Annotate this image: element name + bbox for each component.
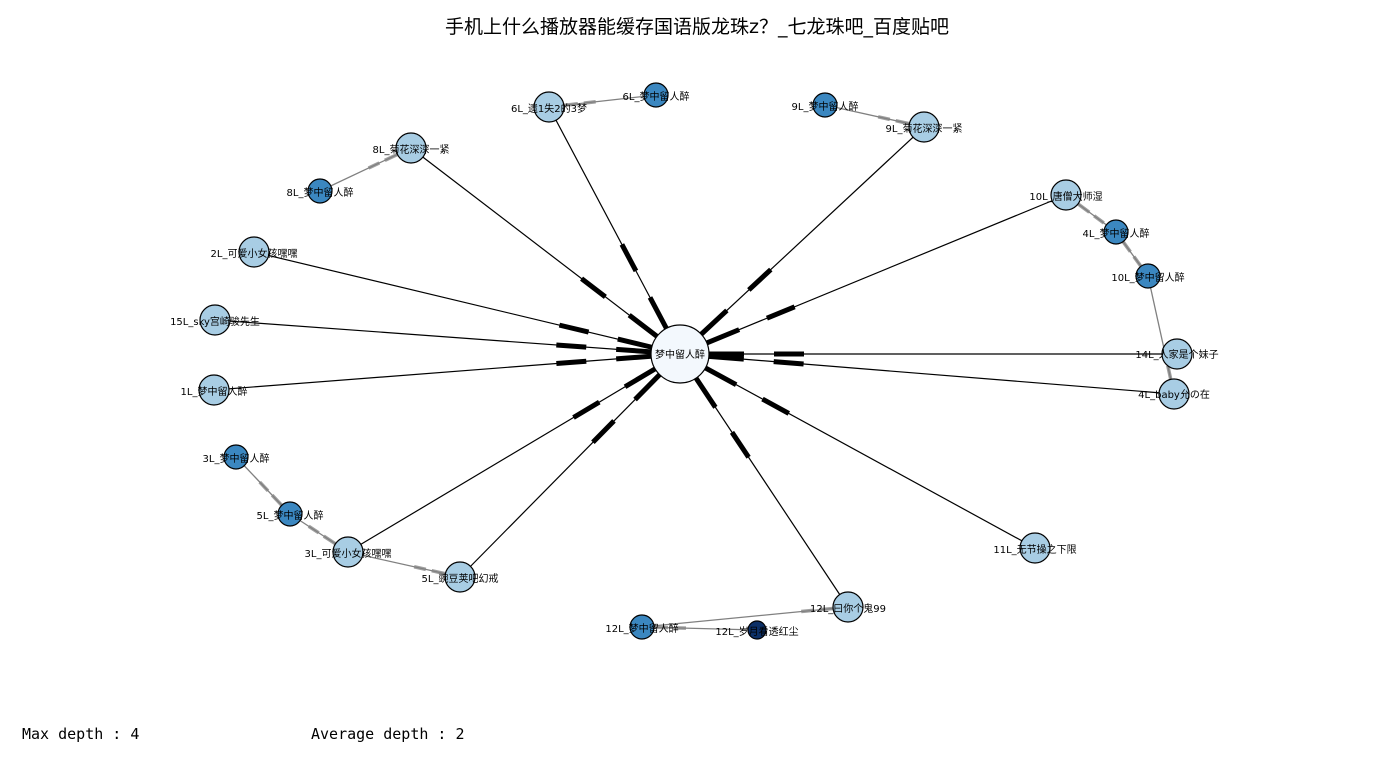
edge-arrow-n4a-to-root: [708, 353, 804, 367]
edge-arrow-n12b-to-n12a: [801, 606, 834, 614]
labels-layer: 梦中留人醉 6L_遗1失2的3梦 6L_梦中留人醉 9L_梦中留人醉 9L_菊花深深一紧…: [170, 90, 1219, 638]
reply-node: [238, 236, 270, 268]
node-label: 14L_人家是个妹子: [1135, 348, 1218, 361]
reply-node: [223, 444, 249, 470]
reply-node: [1050, 179, 1082, 211]
edge-arrow-n6b-to-n6a: [563, 100, 596, 108]
edge-arrow-n5b-to-n3a: [307, 524, 337, 546]
reply-node: [643, 82, 669, 108]
reply-node: [1161, 338, 1193, 370]
node-label: 9L_菊花深深一紧: [886, 122, 963, 135]
node-label: 12L_曰你个鬼99: [810, 602, 886, 615]
reply-node: [198, 374, 230, 406]
node-label: 9L_梦中留人醉: [792, 100, 859, 113]
edge-n15-to-root: [214, 319, 681, 355]
reply-node: [1103, 219, 1129, 245]
nodes-layer: [198, 82, 1193, 640]
edge-n2-to-root: [253, 251, 681, 355]
edge-arrow-n12a-to-root: [693, 376, 751, 459]
reply-node: [812, 92, 838, 118]
edge-n11-to-root: [679, 353, 1036, 549]
edge-arrow-n8b-to-n8a: [367, 152, 399, 170]
node-label: 12L_岁月看透红尘: [715, 625, 798, 638]
node-label: 6L_遗1失2的3梦: [511, 102, 587, 115]
root-node: [650, 324, 710, 384]
node-label: 4L_梦中留人醉: [1083, 227, 1150, 240]
node-label: 梦中留人醉: [655, 348, 705, 361]
node-label: 8L_菊花深深一紧: [373, 143, 450, 156]
edge-arrow-n4b-to-n10a: [1077, 202, 1105, 225]
reply-node: [1019, 532, 1051, 564]
reply-node: [199, 304, 231, 336]
edge-arrow-n8a-to-root: [580, 276, 659, 339]
edge-arrow-n12c-to-n12b: [653, 625, 687, 630]
edge-arrow-n3a-to-root: [572, 366, 657, 420]
edge-n1-to-root: [213, 353, 681, 391]
node-label: 15L_sky宫崎骏先生: [170, 315, 260, 328]
max-depth-stat: Max depth : 4: [22, 725, 139, 743]
node-label: 3L_可爱小女孩嘿嘿: [305, 547, 392, 560]
reply-node: [832, 591, 864, 623]
edge-arrow-n6a-to-root: [619, 243, 669, 330]
edge-arrow-n9b-to-root: [699, 267, 773, 337]
edge-arrow-n3a-to-n5a: [413, 565, 446, 576]
graph-title: 手机上什么播放器能缓存国语版龙珠z？_七龙珠吧_百度贴吧: [445, 16, 949, 38]
edge-n4a-to-root: [679, 353, 1175, 395]
node-label: 5L_梦中留人醉: [257, 509, 324, 522]
edge-arrow-n1-to-root: [556, 353, 652, 367]
reply-node: [629, 614, 655, 640]
node-label: 11L_无节操之下限: [993, 543, 1076, 556]
average-depth-stat: Average depth : 2: [311, 725, 465, 743]
node-label: 12L_梦中留人醉: [605, 622, 678, 635]
edge-arrow-n3b-to-n5b: [258, 480, 284, 507]
node-label: 2L_可爱小女孩嘿嘿: [211, 247, 298, 260]
reply-node: [1158, 378, 1190, 410]
edge-arrow-n9a-to-n9b: [877, 115, 910, 126]
edge-arrow-n5a-to-root: [591, 372, 662, 445]
node-label: 1L_梦中留人醉: [181, 385, 248, 398]
edge-arrow-n2-to-root: [558, 322, 653, 350]
node-label: 5L_豌豆荚吧幻戒: [422, 572, 499, 585]
reply-node: [747, 620, 767, 640]
reply-node: [277, 501, 303, 527]
node-label: 3L_梦中留人醉: [203, 452, 270, 465]
edge-arrow-n10b-to-n4b: [1121, 240, 1143, 268]
node-label: 10L_梦中留人醉: [1111, 271, 1184, 284]
node-label: 4L_baby允の在: [1138, 388, 1210, 401]
reply-node: [395, 132, 427, 164]
reply-node: [332, 536, 364, 568]
reply-node: [444, 561, 476, 593]
edge-arrow-n15-to-root: [556, 342, 652, 355]
edge-arrow-n10a-to-root: [705, 304, 796, 346]
edge-n12b-to-n12a: [641, 606, 849, 628]
edge-n3a-to-root: [347, 353, 681, 553]
node-label: 6L_梦中留人醉: [623, 90, 690, 103]
edge-n10a-to-root: [679, 194, 1067, 355]
edges-layer: [213, 94, 1177, 631]
reply-node: [1135, 263, 1161, 289]
node-label: 8L_梦中留人醉: [287, 186, 354, 199]
reply-node: [533, 91, 565, 123]
node-label: 10L_唐僧大师湿: [1029, 190, 1102, 203]
reply-node: [307, 178, 333, 204]
reply-node: [908, 111, 940, 143]
edge-arrow-n11-to-root: [704, 365, 791, 416]
